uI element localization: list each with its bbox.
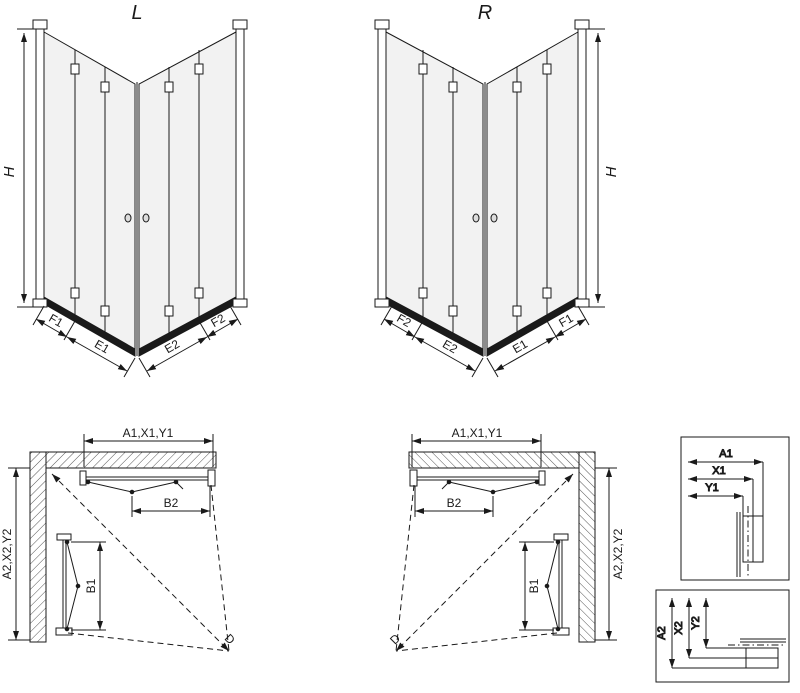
- plan-right-depth-label: A2,X2,Y2: [611, 528, 625, 579]
- detail-dim-y2: Y2: [690, 616, 702, 629]
- detail-dim-x2: X2: [673, 621, 685, 634]
- iso-view-left: L H F1 E1 E2 F2: [1, 2, 247, 377]
- iso-right-dim-e2: E2: [440, 337, 460, 357]
- detail-depth-profile: A2 X2 Y2: [655, 589, 790, 683]
- iso-right-label: R: [478, 2, 492, 24]
- detail-dim-y1: Y1: [705, 482, 718, 494]
- plan-right-door-depth-label: B1: [527, 578, 541, 593]
- iso-right-dim-f2: F2: [394, 311, 413, 330]
- detail-width-box: [680, 436, 790, 581]
- plan-right-door-width-label: B2: [447, 496, 462, 510]
- wall-profile-section: [728, 638, 786, 669]
- iso-left-label: L: [131, 2, 142, 24]
- plan-left-width-label: A1,X1,Y1: [123, 426, 174, 440]
- detail-width-profile: A1 X1 Y1: [680, 436, 790, 581]
- detail-depth-box: [655, 589, 790, 683]
- plan-left-door-width-label: B2: [164, 496, 179, 510]
- iso-left-dim-f1: F1: [46, 311, 65, 330]
- iso-left-dim-f2: F2: [208, 311, 227, 330]
- iso-right-dim-e1: E1: [510, 337, 530, 357]
- detail-dim-a1: A1: [719, 448, 732, 460]
- plan-left-door-depth-label: B1: [84, 578, 98, 593]
- iso-view-right: R H F2 E2 E1 F1: [375, 2, 620, 377]
- plan-view-right: A1,X1,Y1 A2,X2,Y2 B2 B1 D: [387, 426, 625, 651]
- plan-left-depth-label: A2,X2,Y2: [0, 528, 14, 579]
- detail-dim-a2: A2: [656, 626, 668, 639]
- plan-right-width-label: A1,X1,Y1: [452, 426, 503, 440]
- wall-profile-section: [736, 506, 764, 578]
- iso-right-height-label: H: [603, 166, 620, 177]
- iso-left-dim-e1: E1: [92, 337, 112, 357]
- iso-left-dim-e2: E2: [162, 337, 182, 357]
- iso-left-height-label: H: [1, 166, 18, 177]
- detail-dim-x1: X1: [712, 465, 725, 477]
- iso-right-dim-f1: F1: [556, 311, 575, 330]
